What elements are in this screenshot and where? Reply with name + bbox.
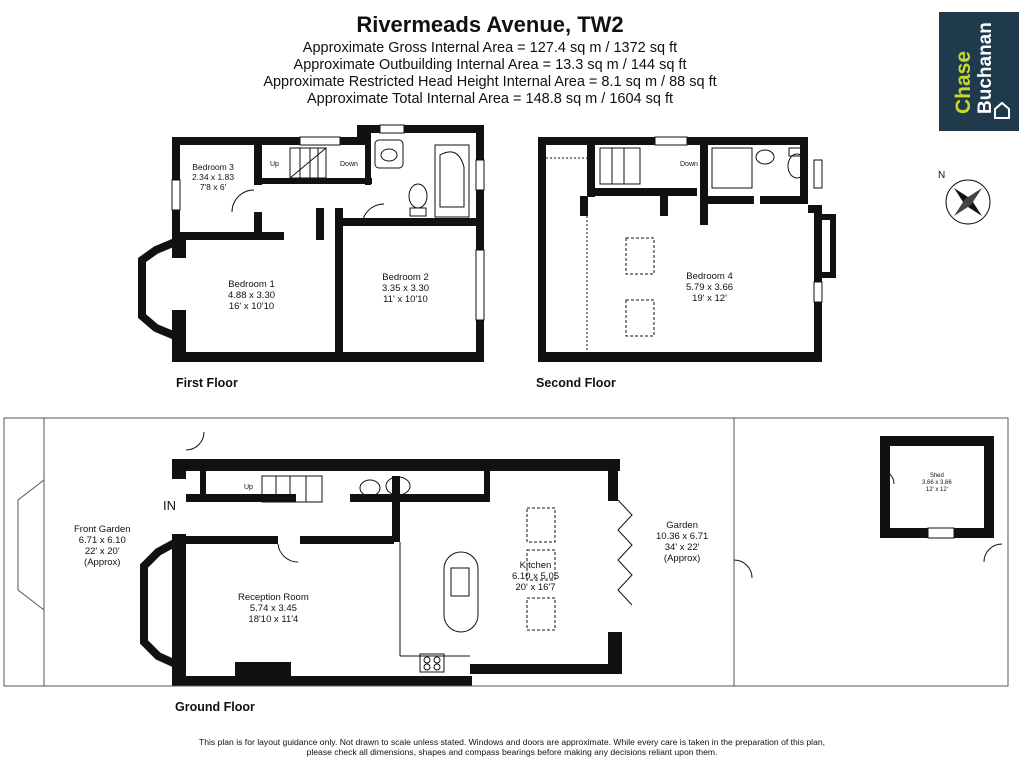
reception-metric: 5.74 x 3.45 xyxy=(249,603,297,614)
disclaimer-line-2: please check all dimensions, shapes and … xyxy=(306,747,718,757)
second-floor-walls xyxy=(538,137,836,362)
front-garden-imperial: 22' x 20' xyxy=(84,546,120,557)
area-total: Approximate Total Internal Area = 148.8 … xyxy=(306,91,674,107)
bedroom1-imperial: 16' x 10'10 xyxy=(228,301,275,312)
room-label-shed: Shed 3.66 x 3.66 12' x 12' xyxy=(922,473,952,494)
garden-imperial: 34' x 22' xyxy=(664,542,700,553)
floor-label-ground: Ground Floor xyxy=(175,700,255,714)
room-label-bedroom2: Bedroom 2 3.35 x 3.30 11' x 10'10 xyxy=(382,272,429,305)
kitchen-metric: 6.10 x 5.05 xyxy=(512,571,560,582)
room-label-front-garden: Front Garden 6.71 x 6.10 22' x 20' (Appr… xyxy=(74,524,131,568)
front-garden-name: Front Garden xyxy=(74,524,131,535)
garden-metric: 10.36 x 6.71 xyxy=(656,531,709,542)
bedroom1-metric: 4.88 x 3.30 xyxy=(228,290,276,301)
garden-name: Garden xyxy=(666,520,698,531)
room-label-bedroom1: Bedroom 1 4.88 x 3.30 16' x 10'10 xyxy=(228,279,275,312)
first-floor-stair-down: Down xyxy=(340,161,358,168)
area-restricted: Approximate Restricted Head Height Inter… xyxy=(263,74,717,90)
garden-note: (Approx) xyxy=(663,553,701,564)
first-floor-stair-up: Up xyxy=(270,161,279,168)
ground-floor-walls xyxy=(172,436,994,686)
agency-logo: Chase Buchanan xyxy=(939,12,1019,131)
bedroom3-metric: 2.34 x 1.83 xyxy=(192,172,235,182)
bay-window-bedroom1 xyxy=(138,236,182,342)
kitchen-imperial: 20' x 16'7 xyxy=(515,582,556,593)
bedroom2-metric: 3.35 x 3.30 xyxy=(382,283,430,294)
bedroom3-imperial: 7'8 x 6' xyxy=(199,182,227,192)
room-label-reception: Reception Room 5.74 x 3.45 18'10 x 11'4 xyxy=(238,592,309,625)
bedroom2-name: Bedroom 2 xyxy=(382,272,429,283)
room-label-garden: Garden 10.36 x 6.71 34' x 22' (Approx) xyxy=(656,520,708,564)
plan-title: Rivermeads Avenue, TW2 xyxy=(356,12,624,37)
compass-north-label: N xyxy=(938,170,946,181)
entrance-label: IN xyxy=(163,498,176,513)
front-garden-note: (Approx) xyxy=(84,557,121,568)
shed-imperial: 12' x 12' xyxy=(925,487,948,493)
room-label-bedroom4: Bedroom 4 5.79 x 3.66 19' x 12' xyxy=(686,271,733,304)
reception-imperial: 18'10 x 11'4 xyxy=(248,614,299,625)
shed-metric: 3.66 x 3.66 xyxy=(922,480,952,486)
disclaimer: This plan is for layout guidance only. N… xyxy=(0,737,1024,757)
floor-label-second: Second Floor xyxy=(536,376,616,390)
area-outbuilding: Approximate Outbuilding Internal Area = … xyxy=(293,57,687,73)
room-label-bedroom3: Bedroom 3 2.34 x 1.83 7'8 x 6' xyxy=(192,162,234,192)
bedroom2-imperial: 11' x 10'10 xyxy=(383,294,428,305)
bedroom4-imperial: 19' x 12' xyxy=(692,293,727,304)
compass-icon xyxy=(945,179,991,225)
bay-window-reception xyxy=(140,536,182,670)
second-floor-stair-down: Down xyxy=(680,161,698,168)
bedroom3-name: Bedroom 3 xyxy=(192,162,234,172)
kitchen-name: Kitchen xyxy=(519,560,552,571)
bedroom4-metric: 5.79 x 3.66 xyxy=(686,282,734,293)
house-icon xyxy=(994,101,1010,119)
room-label-kitchen: Kitchen 6.10 x 5.05 20' x 16'7 xyxy=(512,560,559,593)
bedroom4-name: Bedroom 4 xyxy=(686,271,733,282)
reception-name: Reception Room xyxy=(238,592,309,603)
ground-floor-stair-up: Up xyxy=(244,484,253,491)
bedroom1-name: Bedroom 1 xyxy=(228,279,275,290)
first-floor-walls xyxy=(172,125,484,362)
area-gross: Approximate Gross Internal Area = 127.4 … xyxy=(302,40,678,56)
front-garden-metric: 6.71 x 6.10 xyxy=(78,535,126,546)
shed-name: Shed xyxy=(929,473,944,479)
disclaimer-line-1: This plan is for layout guidance only. N… xyxy=(198,737,826,747)
floor-label-first: First Floor xyxy=(176,376,238,390)
